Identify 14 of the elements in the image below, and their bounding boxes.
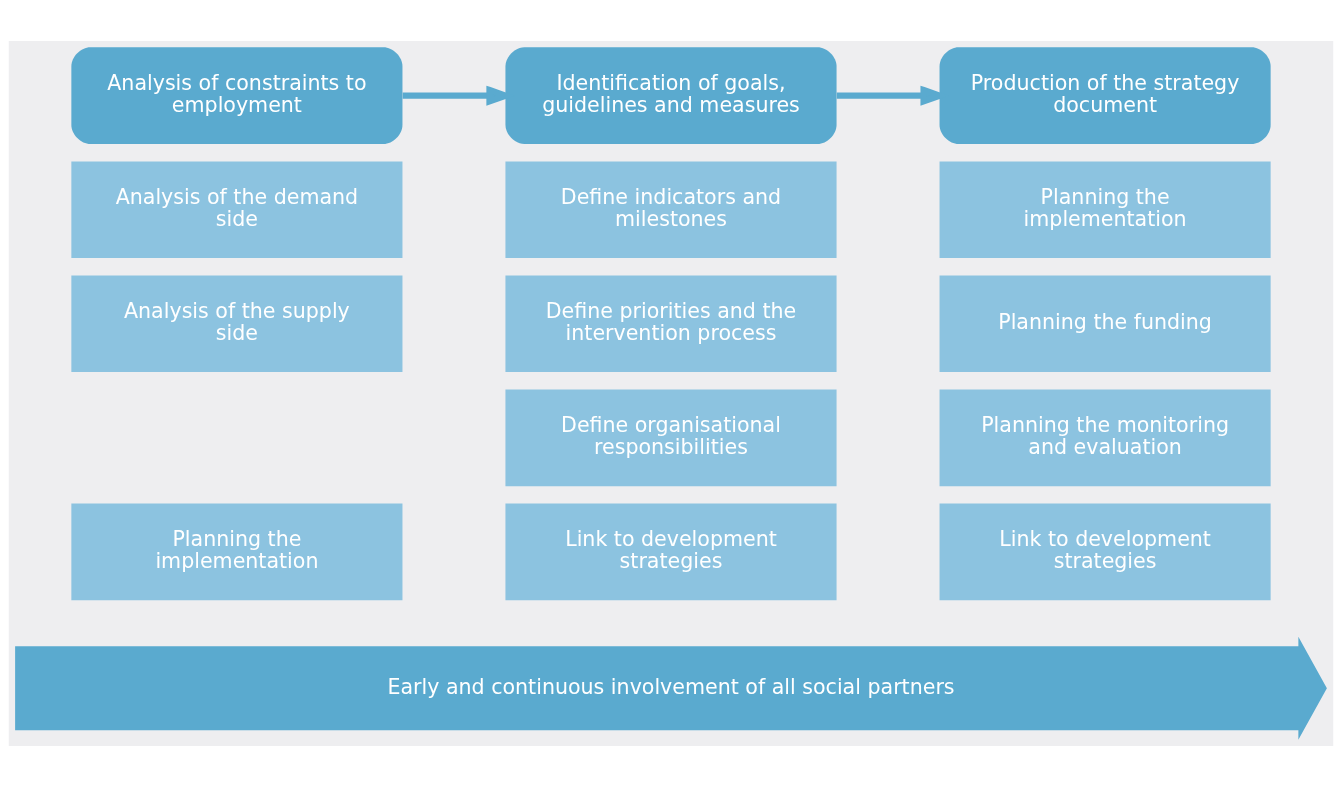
node-box: Planning the implementation <box>71 503 403 600</box>
node-box: Planning the monitoring and evaluation <box>939 389 1271 486</box>
node-box: Analysis of the supply side <box>71 274 403 372</box>
node-box: Define indicators and milestones <box>505 160 837 258</box>
node-box: Planning the implementation <box>939 160 1271 258</box>
node-box: Analysis of the demand side <box>71 160 403 258</box>
node-box: Define priorities and the intervention process <box>505 274 837 372</box>
node-box: Production of the strategy document <box>939 46 1271 144</box>
node-box: Planning the funding <box>939 274 1271 372</box>
node-box: Define organisational responsibilities <box>505 389 837 486</box>
node-box: Identification of goals, guidelines and measures <box>505 46 837 144</box>
node-box: Link to development strategies <box>939 503 1271 600</box>
node-box: Link to development strategies <box>505 503 837 600</box>
node-box: Analysis of constraints to employment <box>71 46 403 144</box>
